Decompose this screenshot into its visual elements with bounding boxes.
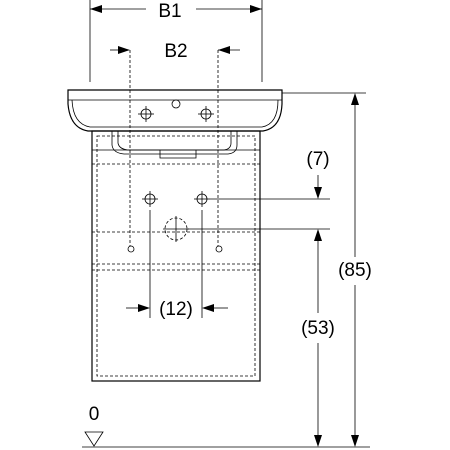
dimension-b1: B1 [89,0,263,82]
label-b1: B1 [158,1,181,22]
label-85: (85) [338,260,372,281]
water-connection-left [142,191,158,207]
waste-connection [163,216,189,242]
label-b2: B2 [164,41,187,62]
label-floor: 0 [89,404,100,425]
water-connection-right [194,191,210,207]
floor-reference: 0 [82,404,370,448]
dimension-7: (7) [306,149,330,199]
dimension-53: (53) [301,229,335,447]
tap-hole-left [138,106,154,122]
dimension-b2: B2 [110,41,240,62]
tap-hole-right [198,106,214,122]
dimension-12: (12) [126,299,228,320]
washbasin [67,89,283,159]
label-7: (7) [306,149,329,170]
dimension-85: (85) [338,93,372,447]
label-12: (12) [159,299,193,320]
label-53: (53) [301,318,335,339]
vanity-cabinet [91,50,261,382]
